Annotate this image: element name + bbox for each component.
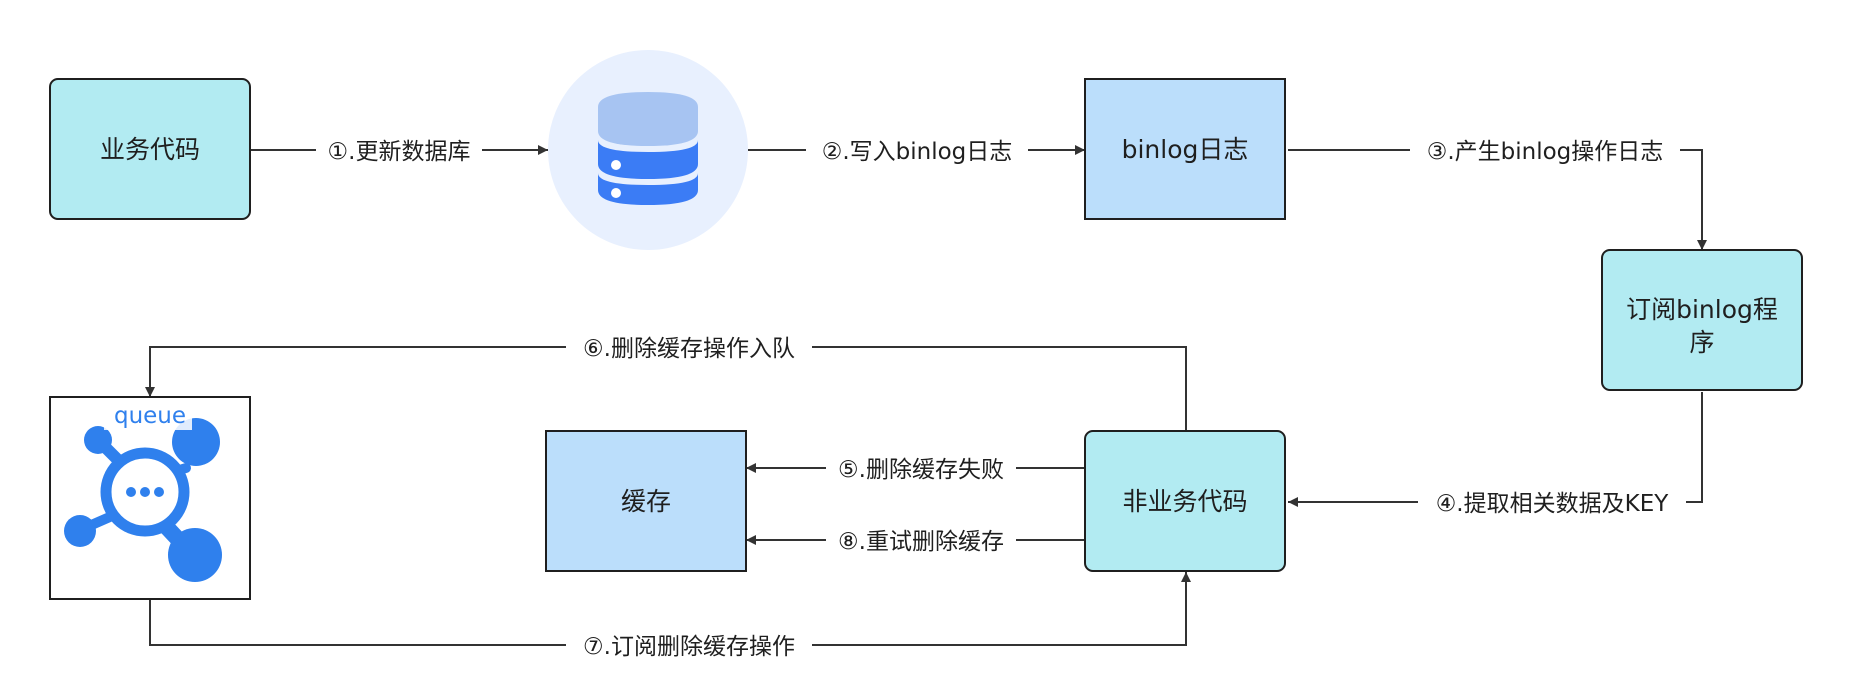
edge-labels: ①.更新数据库 ②.写入binlog日志 ③.产生binlog操作日志 ④.提取… bbox=[316, 136, 1686, 661]
node-cache: 缓存 bbox=[545, 430, 747, 572]
node-non-business-code-label: 非业务代码 bbox=[1122, 487, 1247, 516]
node-binlog-log-label: binlog日志 bbox=[1122, 135, 1249, 164]
node-business-code: 业务代码 bbox=[49, 78, 251, 220]
database-icon bbox=[548, 50, 748, 250]
message-queue-icon bbox=[64, 418, 222, 582]
node-non-business-code: 非业务代码 bbox=[1084, 430, 1286, 572]
node-business-code-label: 业务代码 bbox=[100, 135, 200, 164]
edge-label-subscribe-delete-op: ⑦.订阅删除缓存操作 bbox=[583, 634, 795, 660]
edge-label-update-db: ①.更新数据库 bbox=[328, 139, 471, 165]
node-binlog-subscriber-label-line2: 序 bbox=[1689, 328, 1714, 357]
node-cache-label: 缓存 bbox=[621, 487, 671, 516]
edge-label-write-binlog: ②.写入binlog日志 bbox=[822, 139, 1013, 165]
node-binlog-subscriber: 订阅binlog程 序 bbox=[1601, 249, 1803, 391]
node-queue: queue bbox=[49, 396, 251, 600]
edges bbox=[145, 145, 1707, 646]
node-queue-label: queue bbox=[114, 403, 186, 429]
node-binlog-log: binlog日志 bbox=[1084, 78, 1286, 220]
edge-label-delete-cache-failed: ⑤.删除缓存失败 bbox=[838, 457, 1004, 483]
edge-label-extract-data-key: ④.提取相关数据及KEY bbox=[1436, 491, 1670, 517]
edge-label-retry-delete-cache: ⑧.重试删除缓存 bbox=[838, 529, 1004, 555]
edge-extract-data-key bbox=[1288, 392, 1703, 507]
edge-label-enqueue-delete-op: ⑥.删除缓存操作入队 bbox=[583, 336, 795, 362]
node-binlog-subscriber-label-line1: 订阅binlog程 bbox=[1626, 295, 1778, 324]
edge-label-generate-binlog-ops: ③.产生binlog操作日志 bbox=[1427, 139, 1664, 165]
